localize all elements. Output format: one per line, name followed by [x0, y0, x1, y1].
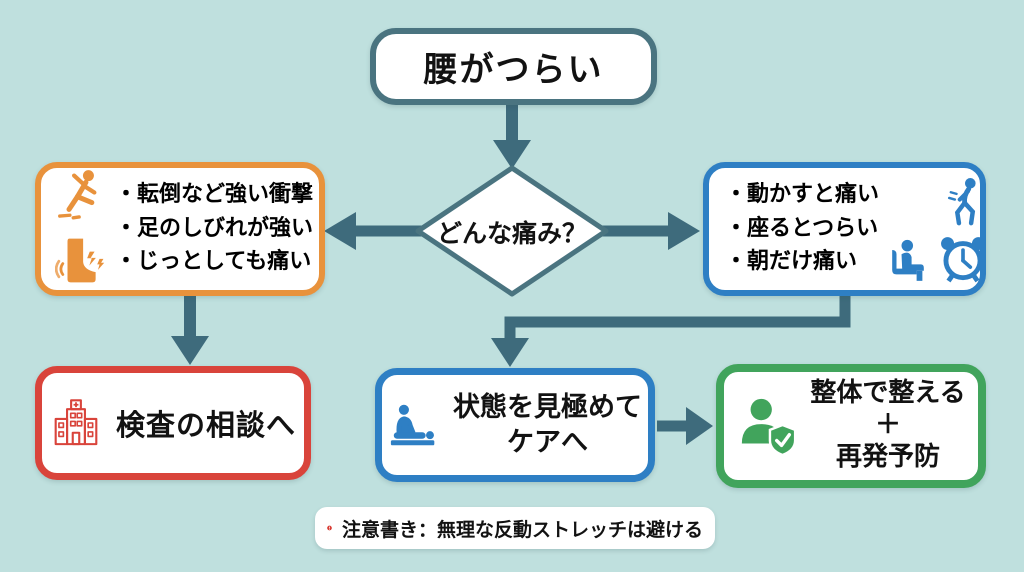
- exam-label: 検査の相談へ: [115, 408, 296, 442]
- movement-icons: [885, 173, 989, 285]
- arrowhead-care-to-seitai: [686, 407, 713, 445]
- care-label: 状態を見極めて ケアへ: [453, 390, 642, 460]
- care-label-line1: 状態を見極めて: [453, 391, 642, 423]
- care-label-line2: ケアへ: [507, 427, 588, 458]
- movement-item: ・動かすと痛い: [725, 182, 879, 208]
- leg-pain-icon: [55, 238, 105, 283]
- movement-item: ・朝だけ痛い: [725, 249, 879, 275]
- movement-item-text: 朝だけ痛い: [747, 249, 858, 275]
- movement-item-text: 座るとつらい: [747, 215, 879, 241]
- elbow-movement-to-care: [504, 294, 851, 340]
- caution-note: 注意書き：無理な反動ストレッチは避ける: [315, 507, 715, 549]
- arrowhead-injury-to-exam: [171, 336, 209, 365]
- bullet: ・: [115, 215, 138, 241]
- injury-item-text: じっとしても痛い: [137, 249, 312, 275]
- movement-icons-row: [885, 233, 989, 285]
- caution-note-text: 注意書き：無理な反動ストレッチは避ける: [341, 518, 703, 541]
- injury-symptoms-node: ・転倒など強い衝撃 ・足のしびれが強い ・じっとしても痛い: [35, 162, 325, 296]
- movement-item-text: 動かすと痛い: [747, 182, 880, 208]
- back-pain-person-icon: [948, 178, 976, 226]
- person-shield-icon: [742, 398, 797, 457]
- arrowhead-decision-to-injury: [324, 212, 356, 250]
- arrowhead-movement-to-care: [491, 338, 529, 367]
- bullet: ・: [725, 215, 748, 241]
- arrowhead-start-to-decision: [493, 140, 531, 169]
- injury-item: ・足のしびれが強い: [115, 216, 313, 242]
- exam-node: 検査の相談へ: [35, 366, 311, 480]
- seitai-label: 整体で整える ＋ 再発予防: [810, 378, 965, 473]
- care-node: 状態を見極めて ケアへ: [375, 368, 655, 482]
- injury-icons: [53, 167, 107, 291]
- bullet: ・: [725, 249, 748, 275]
- decision-diamond: [415, 165, 609, 297]
- seitai-label-line1: 整体で整える: [810, 378, 966, 409]
- movement-list: ・動かすと痛い ・座るとつらい ・朝だけ痛い: [725, 182, 879, 275]
- injury-item-text: 足のしびれが強い: [137, 215, 314, 241]
- alert-icon: [327, 525, 332, 531]
- bullet: ・: [725, 182, 748, 208]
- seitai-label-line2: ＋: [874, 410, 901, 441]
- sitting-person-icon: [892, 239, 924, 281]
- injury-item: ・じっとしても痛い: [115, 249, 313, 275]
- seitai-label-line3: 再発予防: [835, 441, 940, 472]
- falling-person-icon: [58, 170, 97, 220]
- massage-icon: [390, 404, 435, 446]
- injury-item-text: 転倒など強い衝撃: [137, 182, 314, 208]
- movement-item: ・座るとつらい: [725, 216, 879, 242]
- injury-item: ・転倒など強い衝撃: [115, 182, 313, 208]
- arrowhead-decision-to-movement: [668, 212, 700, 250]
- injury-list: ・転倒など強い衝撃 ・足のしびれが強い ・じっとしても痛い: [115, 182, 313, 275]
- bullet: ・: [115, 182, 138, 208]
- movement-symptoms-node: ・動かすと痛い ・座るとつらい ・朝だけ痛い: [703, 162, 986, 296]
- decision-label: どんな痛み？: [436, 219, 587, 248]
- hospital-icon: [54, 399, 98, 446]
- start-node: 腰がつらい: [370, 28, 657, 105]
- bullet: ・: [115, 249, 138, 275]
- start-label: 腰がつらい: [423, 50, 604, 90]
- alarm-clock-icon: [941, 237, 985, 283]
- seitai-node: 整体で整える ＋ 再発予防: [716, 364, 986, 488]
